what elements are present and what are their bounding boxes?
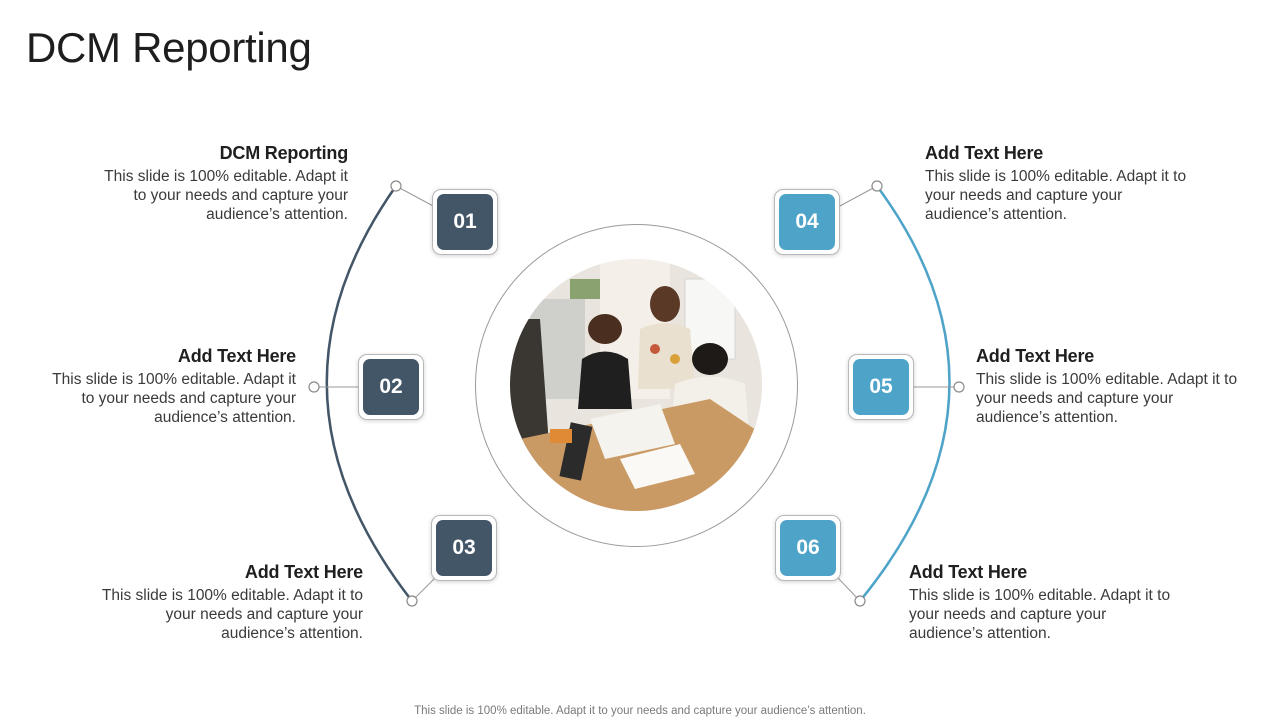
- block-heading: DCM Reporting: [219, 143, 349, 163]
- text-block-05: Add Text Here This slide is 100% editabl…: [976, 346, 1271, 427]
- photo-ring: [475, 224, 798, 547]
- block-body: This slide is 100% editable. Adapt it to…: [925, 168, 1187, 223]
- block-heading: Add Text Here: [976, 346, 1095, 366]
- block-heading: Add Text Here: [925, 143, 1044, 163]
- node-dot: [308, 381, 320, 393]
- step-number: 05: [853, 359, 909, 415]
- block-heading: Add Text Here: [909, 562, 1028, 582]
- node-dot: [390, 180, 402, 192]
- block-heading: Add Text Here: [244, 562, 363, 582]
- text-block-06: Add Text Here This slide is 100% editabl…: [909, 562, 1219, 643]
- block-body: This slide is 100% editable. Adapt it to…: [101, 587, 363, 642]
- step-badge-06: 06: [775, 515, 841, 581]
- text-block-04: Add Text Here This slide is 100% editabl…: [925, 143, 1235, 224]
- team-meeting-photo: [510, 259, 762, 511]
- block-body: This slide is 100% editable. Adapt it to…: [52, 371, 296, 426]
- step-number: 01: [437, 194, 493, 250]
- node-dot: [406, 595, 418, 607]
- step-badge-01: 01: [432, 189, 498, 255]
- step-number: 06: [780, 520, 836, 576]
- left-arc: [325, 185, 413, 602]
- node-dot: [953, 381, 965, 393]
- step-number: 03: [436, 520, 492, 576]
- text-block-01: DCM Reporting This slide is 100% editabl…: [38, 143, 348, 224]
- step-number: 02: [363, 359, 419, 415]
- page-title: DCM Reporting: [26, 24, 312, 71]
- node-dot: [871, 180, 883, 192]
- node-dot: [854, 595, 866, 607]
- footer-note: This slide is 100% editable. Adapt it to…: [414, 705, 866, 717]
- right-arc: [859, 185, 951, 602]
- block-body: This slide is 100% editable. Adapt it to…: [104, 168, 348, 223]
- text-block-02: Add Text Here This slide is 100% editabl…: [0, 346, 296, 427]
- step-badge-03: 03: [431, 515, 497, 581]
- step-badge-02: 02: [358, 354, 424, 420]
- step-number: 04: [779, 194, 835, 250]
- block-heading: Add Text Here: [177, 346, 296, 366]
- step-badge-05: 05: [848, 354, 914, 420]
- step-badge-04: 04: [774, 189, 840, 255]
- text-block-03: Add Text Here This slide is 100% editabl…: [53, 562, 363, 643]
- block-body: This slide is 100% editable. Adapt it to…: [909, 587, 1171, 642]
- block-body: This slide is 100% editable. Adapt it to…: [976, 371, 1238, 426]
